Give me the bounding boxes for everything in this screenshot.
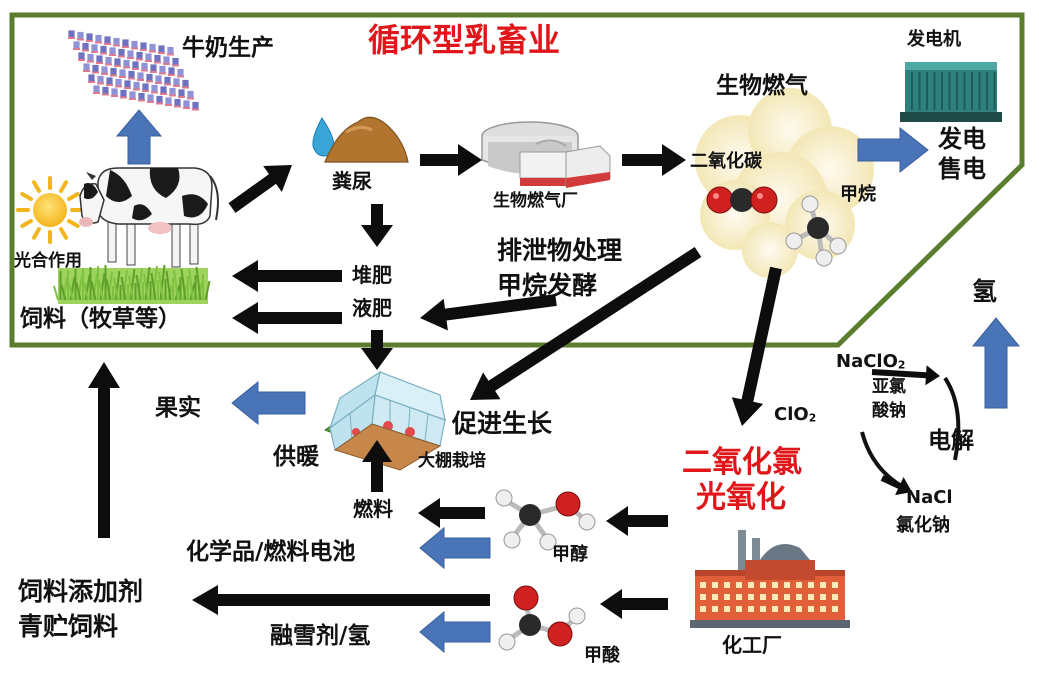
label-fruit: 果实 [155,395,201,421]
label-clo2-formula: ClO2 [774,404,817,425]
label-liquid-fertilizer: 液肥 [352,296,392,320]
label-milk-production: 牛奶生产 [182,35,274,61]
arrow-manure-to-compost [361,204,393,247]
label-compost: 堆肥 [352,263,392,287]
label-heating: 供暖 [273,444,319,470]
blue-arrow-fruit [231,380,306,426]
arrow-compost-to-greenhouse [361,330,393,370]
arrow-plant-to-formic [600,589,668,619]
label-manure: 粪尿 [332,169,372,193]
arrow-formic-to-feed-additive [192,585,490,615]
formic-acid-molecule-icon [498,585,586,651]
generator-icon [900,62,1002,122]
label-silage: 青贮饲料 [18,612,119,641]
arrow-biogas-to-growth [470,247,702,400]
blue-arrow-chemicals [419,526,491,570]
label-fuel: 燃料 [353,497,393,521]
water-drop-icon [312,117,335,157]
arrow-biogas-to-chlorine [731,266,782,426]
label-sodium-chloride: 氯化钠 [896,515,950,536]
co2-molecule-icon [706,186,778,214]
label-sodium-chlorite-2: 酸钠 [872,401,906,421]
greenhouse-icon [323,370,447,471]
blue-arrow-hydrogen [971,317,1021,409]
milk-cartons-icon [67,29,200,111]
diagram-title: 循环型乳畜业 [368,21,561,59]
label-excreta-treatment: 排泄物处理 [497,236,623,265]
arrow-excreta-to-compost [420,294,557,331]
label-formic-acid: 甲酸 [584,645,620,666]
label-feed: 饲料（牧草等） [20,306,181,332]
methanol-molecule-icon [495,489,596,551]
blue-arrow-power [857,126,929,174]
arrow-plant-to-biogas [622,144,686,176]
factory-icon [690,530,850,628]
label-electrolysis: 电解 [928,428,974,454]
label-photosynthesis: 光合作用 [14,251,82,271]
arrow-cycle-top [871,365,940,386]
label-generator: 发电机 [907,29,961,50]
label-greenhouse: 大棚栽培 [418,451,486,471]
label-sodium-chlorite-1: 亚氯 [872,377,906,397]
label-biogas-plant: 生物燃气厂 [493,191,578,211]
label-feed-additive: 饲料添加剂 [18,577,144,606]
cow-icon [79,167,219,268]
methane-molecule-icon [785,195,847,267]
biogas-tank-icon [481,121,611,188]
arrow-manure-to-plant [420,144,482,176]
label-hydrogen: 氢 [972,277,998,306]
arrow-cycle-bottom [880,475,912,496]
label-deicer: 融雪剂/氢 [270,623,371,649]
label-naclo2-formula: NaClO2 [836,351,906,372]
label-nacl: NaCl [906,487,953,508]
arrow-plant-to-methanol [606,506,668,536]
label-biogas: 生物燃气 [716,73,808,99]
label-co2: 二氧化碳 [690,151,762,172]
label-photo-oxidation: 光氧化 [696,480,786,515]
label-promote-growth: 促进生长 [452,409,553,438]
label-methane: 甲烷 [840,184,876,205]
arrow-cow-to-manure [228,165,292,213]
blue-arrows [115,109,1021,654]
arrow-fuel-to-greenhouse [362,440,392,492]
arrow-compost-to-feed-2 [232,302,342,334]
blue-arrow-deicer [419,610,491,654]
arrow-methanol-to-fuel [418,498,485,528]
label-power-generation: 发电 [938,125,986,153]
grass-icon [53,264,211,304]
label-chlorine-dioxide: 二氧化氯 [682,445,802,480]
label-methanol: 甲醇 [552,544,588,565]
arrow-additive-to-feed [88,362,120,538]
dairy-frame [9,12,1025,348]
label-chemicals: 化学品/燃料电池 [186,539,356,565]
arrow-compost-to-feed-1 [232,260,342,292]
manure-pile-icon [324,116,409,163]
biogas-cloud-icon [695,88,874,278]
blue-arrow-milk [115,109,163,165]
label-power-sale: 售电 [938,155,986,183]
black-arrows [88,144,940,619]
label-chemical-plant: 化工厂 [722,633,782,657]
label-methane-fermentation: 甲烷发酵 [497,271,598,300]
sun-icon [16,176,84,244]
